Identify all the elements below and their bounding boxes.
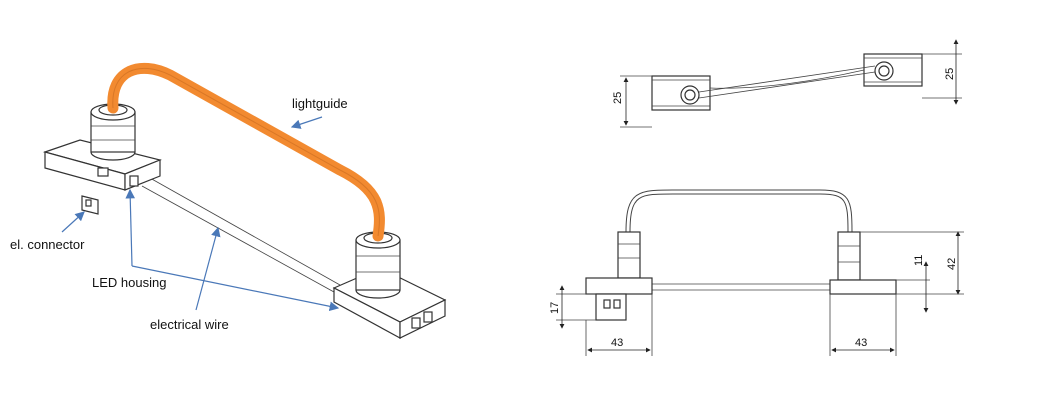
top-left-height-dim: 25 xyxy=(612,92,624,104)
side-right-small-dim: 11 xyxy=(913,255,925,266)
led-housing-arrow-left xyxy=(125,188,136,267)
side-left-width-dim: 43 xyxy=(611,337,623,349)
electrical-wire xyxy=(141,177,341,293)
lightguide xyxy=(107,62,385,242)
connector-label: el. connector xyxy=(10,237,85,252)
top-view: 25 25 xyxy=(612,39,962,128)
isometric-view: lightguide el. connector LED housing ele… xyxy=(10,62,447,340)
side-right-width-dim: 43 xyxy=(855,337,867,349)
wire-label: electrical wire xyxy=(150,317,229,332)
side-view: 17 11 42 43 43 xyxy=(549,189,964,356)
top-right-height-dim: 25 xyxy=(944,68,956,80)
led-housing-label: LED housing xyxy=(92,275,166,290)
wire-arrow xyxy=(195,226,221,311)
lightguide-holder-right xyxy=(355,231,401,299)
side-left-height-dim: 17 xyxy=(549,302,561,314)
lightguide-arrow xyxy=(290,116,323,129)
led-housing-arrow-right xyxy=(131,265,340,312)
connector-arrow xyxy=(61,211,85,233)
electrical-connector xyxy=(81,195,99,215)
side-right-total-dim: 42 xyxy=(946,258,958,270)
lightguide-label: lightguide xyxy=(292,96,348,111)
